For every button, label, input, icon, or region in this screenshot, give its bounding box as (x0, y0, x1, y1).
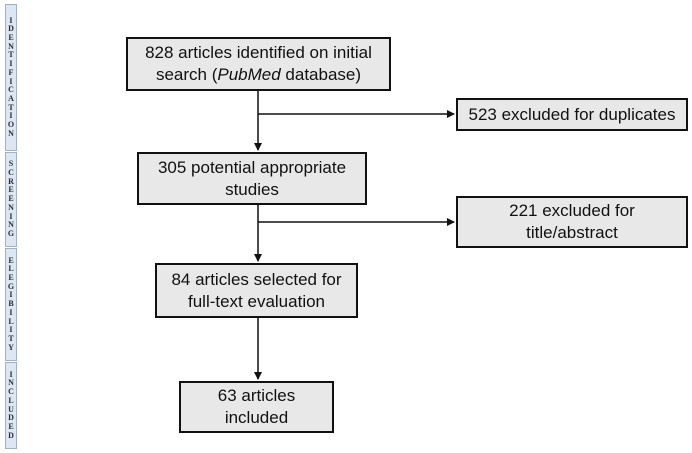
box-excluded-duplicates: 523 excluded for duplicates (456, 98, 688, 131)
box-included: 63 articles included (179, 381, 334, 433)
box-screened-text: 305 potential appropriate studies (157, 157, 347, 199)
box-identified-text: 828 articles identified on initial searc… (145, 43, 372, 84)
box-excluded-title-text: 221 excluded for title/abstract (509, 201, 635, 242)
box-eligible-text: 84 articles selected for full-text evalu… (171, 269, 342, 311)
box-excluded-title: 221 excluded for title/abstract (456, 196, 688, 248)
box-screened: 305 potential appropriate studies (137, 152, 367, 205)
box-identified: 828 articles identified on initial searc… (126, 37, 391, 91)
box-eligible: 84 articles selected for full-text evalu… (155, 263, 358, 318)
box-included-text: 63 articles included (217, 386, 296, 427)
box-excluded-duplicates-text: 523 excluded for duplicates (468, 104, 676, 124)
